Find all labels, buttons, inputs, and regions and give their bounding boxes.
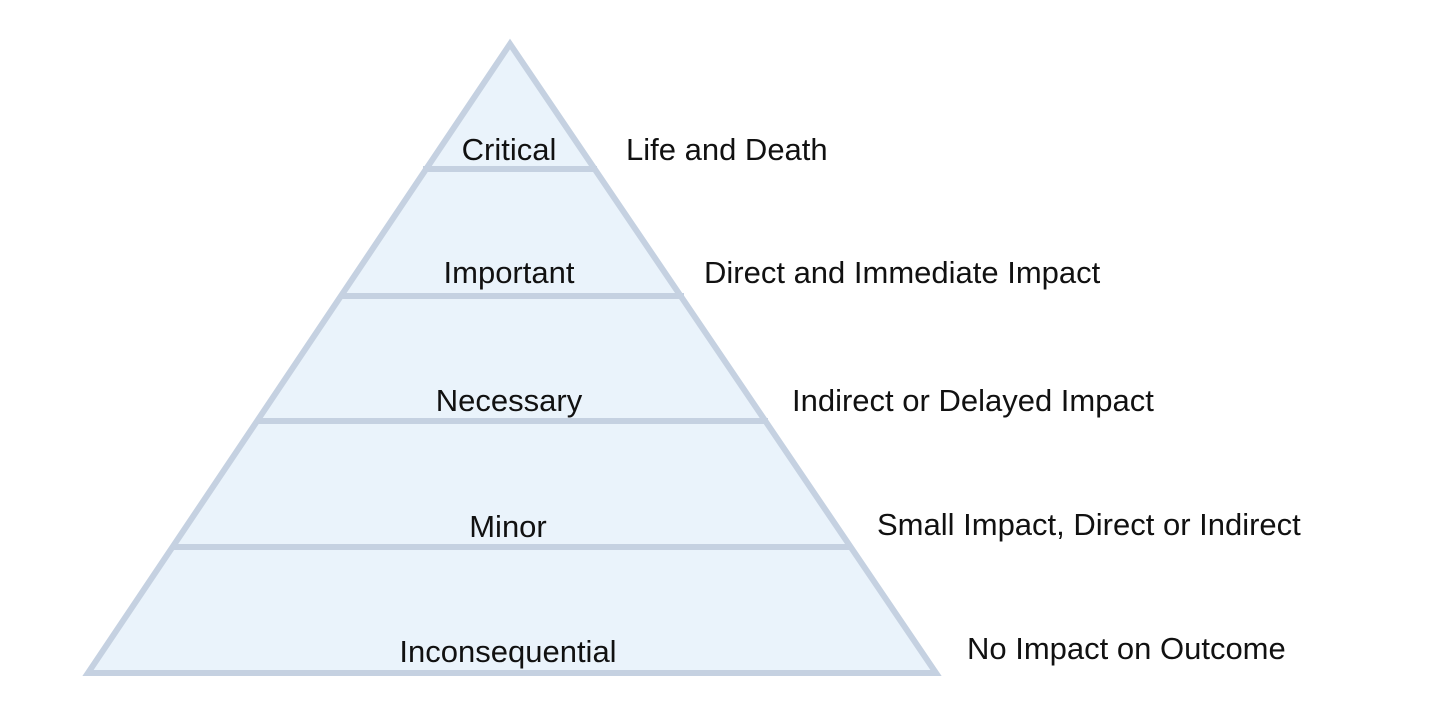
tier-label-important: Important (444, 255, 575, 290)
tier-description-minor: Small Impact, Direct or Indirect (877, 507, 1301, 542)
tier-label-minor: Minor (469, 509, 547, 544)
pyramid-body (82, 38, 942, 676)
tier-label-critical: Critical (462, 132, 557, 167)
tier-description-critical: Life and Death (626, 132, 828, 167)
tier-description-inconsequential: No Impact on Outcome (967, 631, 1286, 666)
tier-label-necessary: Necessary (436, 383, 583, 418)
tier-label-inconsequential: Inconsequential (399, 634, 616, 669)
tier-description-important: Direct and Immediate Impact (704, 255, 1101, 290)
tier-description-necessary: Indirect or Delayed Impact (792, 383, 1154, 418)
